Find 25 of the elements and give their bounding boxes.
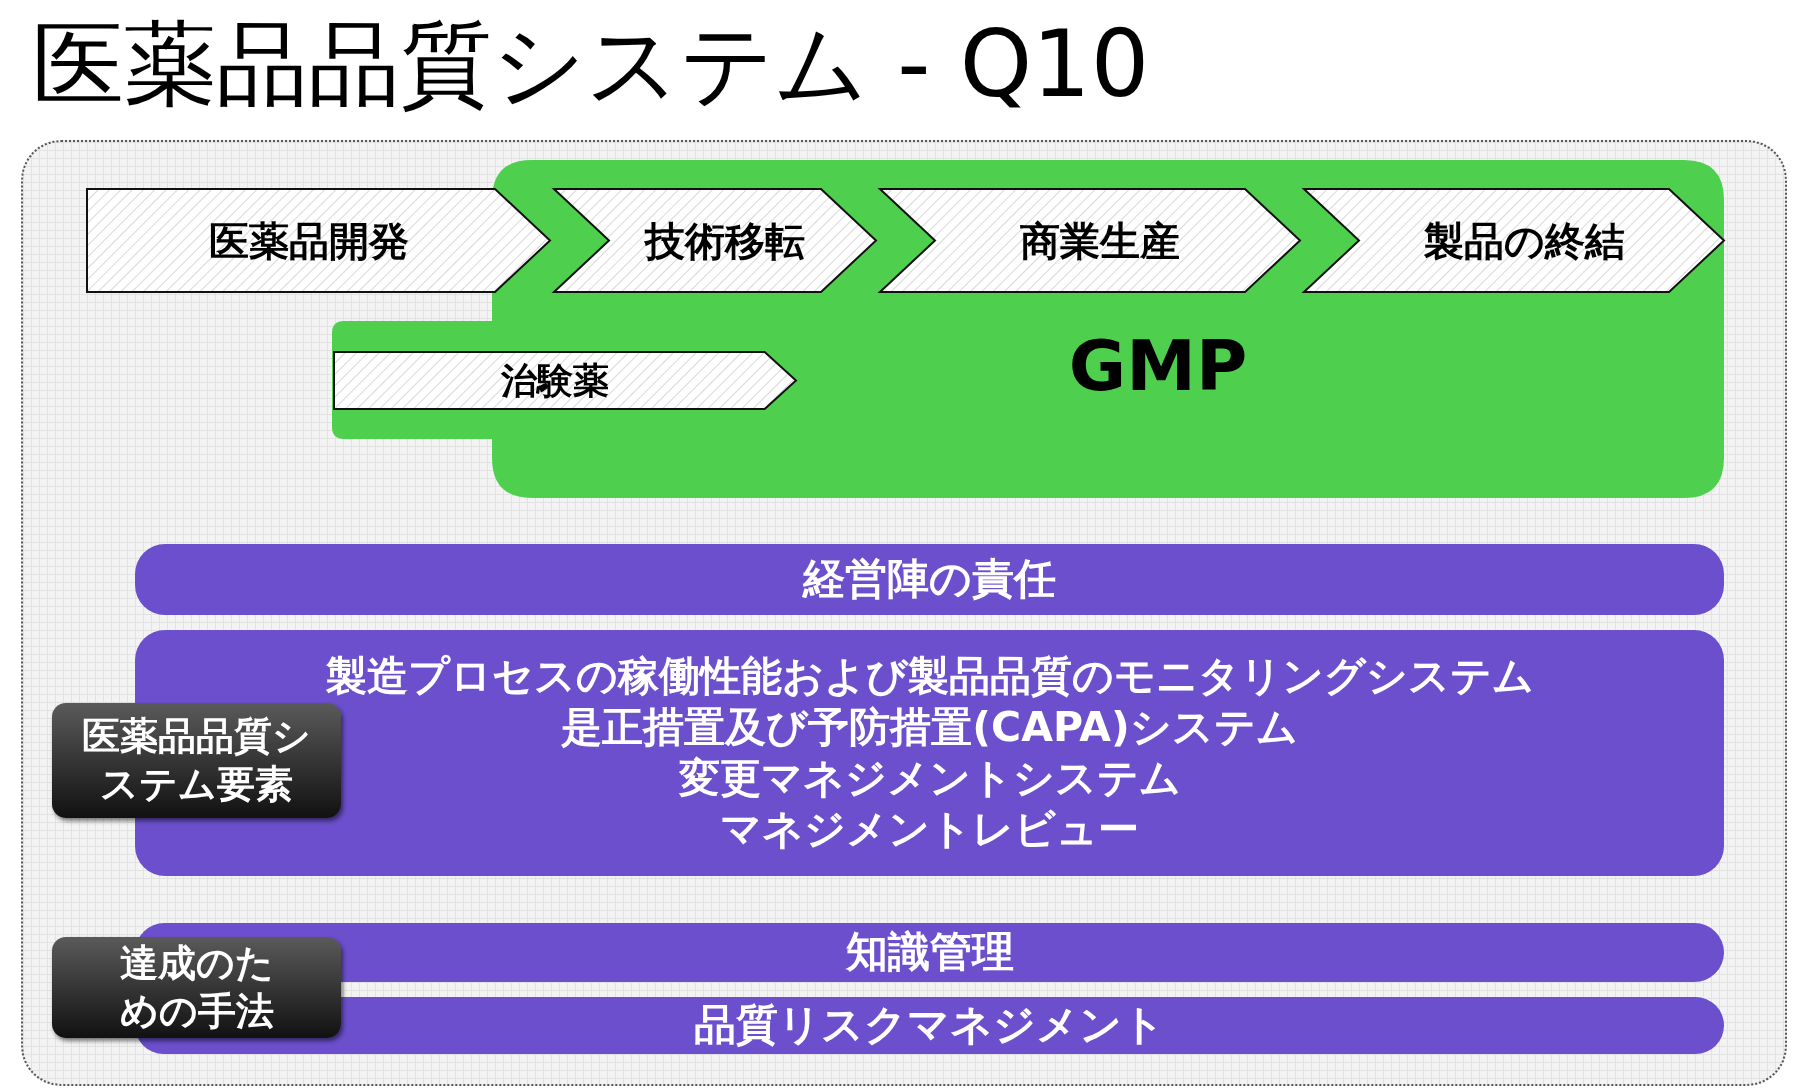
band-label: 是正措置及び予防措置(CAPA)システム bbox=[561, 701, 1298, 753]
band-label: 変更マネジメントシステム bbox=[678, 753, 1181, 804]
gmp-region bbox=[332, 160, 1724, 498]
process-step bbox=[334, 352, 796, 409]
step-label: 製品の終結 bbox=[1423, 216, 1625, 266]
element-band bbox=[135, 544, 1724, 615]
band-label: 製造プロセスの稼働性能および製品品質のモニタリングシステム bbox=[325, 650, 1534, 702]
band-label: 品質リスクマネジメント bbox=[694, 999, 1165, 1052]
tag-label: 達成のための手法 bbox=[118, 940, 275, 1035]
process-step bbox=[1304, 189, 1724, 292]
step-label: 商業生産 bbox=[1020, 216, 1180, 266]
band-label: 知識管理 bbox=[845, 926, 1014, 979]
process-step bbox=[554, 189, 876, 292]
process-step bbox=[87, 189, 550, 292]
step-label: 治験薬 bbox=[501, 359, 609, 403]
step-label: 技術移転 bbox=[645, 216, 805, 266]
band-label: マネジメントレビュー bbox=[720, 804, 1139, 856]
process-step bbox=[880, 189, 1300, 292]
category-tag bbox=[52, 937, 341, 1038]
page-title: 医薬品品質システム - Q10 bbox=[32, 14, 1150, 116]
tag-label: 医薬品品質システム要素 bbox=[81, 713, 312, 808]
band-label: 経営陣の責任 bbox=[803, 553, 1056, 606]
region-label: GMP bbox=[1068, 323, 1248, 409]
category-tag bbox=[52, 703, 341, 818]
step-label: 医薬品開発 bbox=[208, 216, 409, 266]
